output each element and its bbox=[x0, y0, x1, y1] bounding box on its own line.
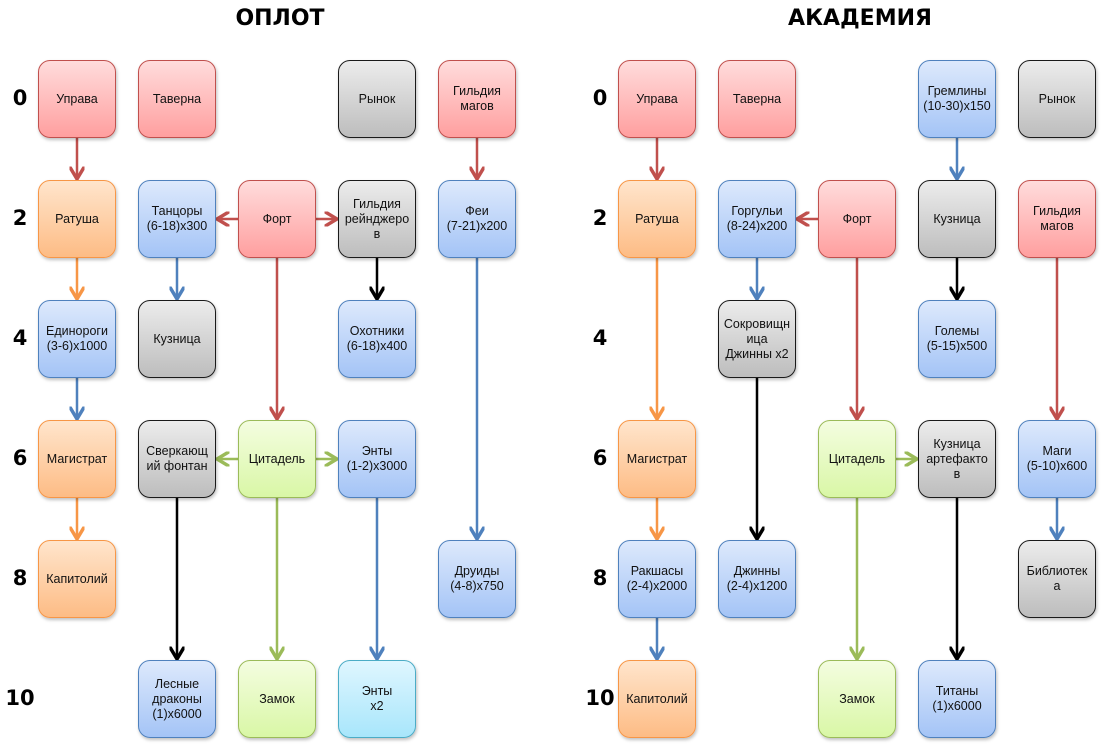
level-label: 10 bbox=[5, 686, 35, 710]
level-label: 0 bbox=[592, 86, 608, 110]
building-node-zam: Замок bbox=[238, 660, 316, 738]
level-label: 6 bbox=[12, 446, 28, 470]
level-label: 2 bbox=[592, 206, 608, 230]
building-node-tan: Танцоры (6-18)x300 bbox=[138, 180, 216, 258]
building-node-gm: Гильдия магов bbox=[438, 60, 516, 138]
building-node-oho: Охотники (6-18)x400 bbox=[338, 300, 416, 378]
building-node-gre: Гремлины (10-30)x150 bbox=[918, 60, 996, 138]
level-label: 2 bbox=[12, 206, 28, 230]
level-label: 0 bbox=[12, 86, 28, 110]
building-node-cit: Цитадель bbox=[238, 420, 316, 498]
building-node-bib: Библиотек а bbox=[1018, 540, 1096, 618]
building-node-kap: Капитолий bbox=[618, 660, 696, 738]
level-label: 4 bbox=[592, 326, 608, 350]
building-node-upr: Управа bbox=[618, 60, 696, 138]
building-node-mag: Магистрат bbox=[38, 420, 116, 498]
building-node-gr: Гильдия рейнджеро в bbox=[338, 180, 416, 258]
building-node-rak: Ракшасы (2-4)x2000 bbox=[618, 540, 696, 618]
building-node-fort: Форт bbox=[238, 180, 316, 258]
panel-title: ОПЛОТ bbox=[235, 6, 325, 31]
building-node-mag: Магистрат bbox=[618, 420, 696, 498]
building-node-edi: Единороги (3-6)x1000 bbox=[38, 300, 116, 378]
building-node-les: Лесные драконы (1)x6000 bbox=[138, 660, 216, 738]
building-node-upr: Управа bbox=[38, 60, 116, 138]
level-label: 6 bbox=[592, 446, 608, 470]
building-node-rat: Ратуша bbox=[618, 180, 696, 258]
building-node-gol: Големы (5-15)x500 bbox=[918, 300, 996, 378]
building-node-dru: Друиды (4-8)x750 bbox=[438, 540, 516, 618]
building-node-magi: Маги (5-10)x600 bbox=[1018, 420, 1096, 498]
building-node-kuz: Кузница bbox=[138, 300, 216, 378]
building-node-tav: Таверна bbox=[138, 60, 216, 138]
building-node-tit: Титаны (1)x6000 bbox=[918, 660, 996, 738]
building-node-dzh: Джинны (2-4)x1200 bbox=[718, 540, 796, 618]
building-node-kap: Капитолий bbox=[38, 540, 116, 618]
building-node-kuz: Кузница bbox=[918, 180, 996, 258]
building-node-fei: Феи (7-21)x200 bbox=[438, 180, 516, 258]
building-node-ryn: Рынок bbox=[338, 60, 416, 138]
building-node-gor: Горгульи (8-24)x200 bbox=[718, 180, 796, 258]
building-node-ryn: Рынок bbox=[1018, 60, 1096, 138]
building-node-kua: Кузница артефакто в bbox=[918, 420, 996, 498]
building-node-rat: Ратуша bbox=[38, 180, 116, 258]
building-node-ent: Энты (1-2)x3000 bbox=[338, 420, 416, 498]
level-label: 8 bbox=[12, 566, 28, 590]
level-label: 8 bbox=[592, 566, 608, 590]
building-node-sok: Сокровищн ица Джинны x2 bbox=[718, 300, 796, 378]
building-node-cit: Цитадель bbox=[818, 420, 896, 498]
building-node-sve: Сверкающ ий фонтан bbox=[138, 420, 216, 498]
level-label: 10 bbox=[585, 686, 615, 710]
building-node-ent2: Энты x2 bbox=[338, 660, 416, 738]
building-node-fort: Форт bbox=[818, 180, 896, 258]
building-node-gm: Гильдия магов bbox=[1018, 180, 1096, 258]
panel-title: АКАДЕМИЯ bbox=[788, 6, 932, 31]
level-label: 4 bbox=[12, 326, 28, 350]
building-node-tav: Таверна bbox=[718, 60, 796, 138]
building-node-zam: Замок bbox=[818, 660, 896, 738]
